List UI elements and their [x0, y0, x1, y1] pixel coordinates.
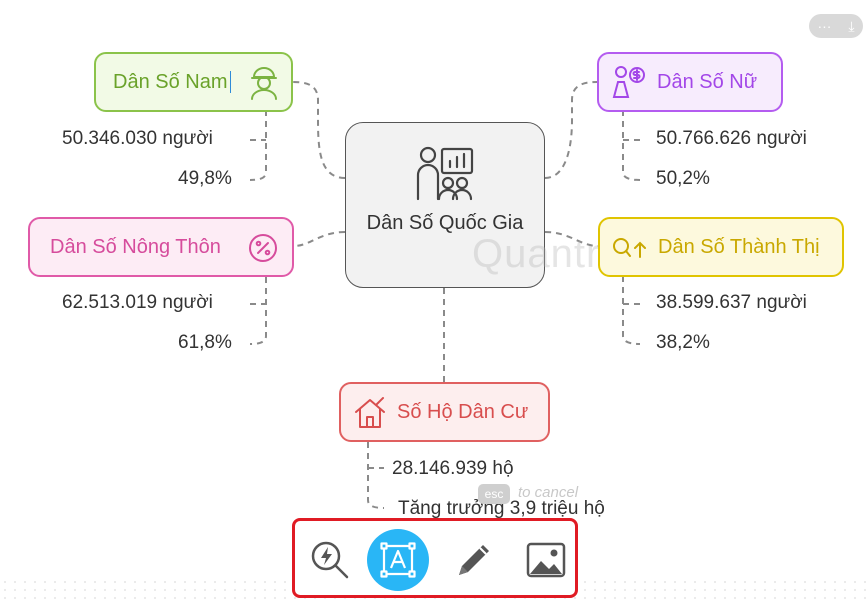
magic-search-icon [311, 541, 349, 579]
text-cursor [229, 71, 231, 93]
text-box-icon [380, 542, 416, 578]
percent-icon [249, 234, 277, 262]
woman-money-icon [612, 66, 645, 98]
more-actions-pill[interactable]: ··· ⤓ [809, 14, 863, 38]
connector-thanh-thi-leaves [622, 276, 641, 345]
connector-nong-thon [293, 231, 346, 247]
leaf-thanh-thi-value[interactable]: 38.599.637 người [656, 292, 807, 313]
more-icon[interactable]: ··· [817, 18, 832, 34]
leaf-nam-value[interactable]: 50.346.030 người [62, 128, 213, 149]
download-icon[interactable]: ⤓ [848, 17, 855, 34]
image-icon [526, 542, 566, 578]
node-so-ho-dan-cu[interactable]: Số Hộ Dân Cư [339, 382, 550, 442]
pen-icon [459, 545, 489, 575]
connector-nam-leaves [249, 110, 267, 181]
house-icon [355, 397, 385, 428]
leaf-nong-thon-value[interactable]: 62.513.019 người [62, 292, 213, 313]
center-title: Dân Số Quốc Gia [366, 212, 524, 234]
node-dan-so-nam[interactable]: Dân Số Nam [94, 52, 293, 112]
node-dan-so-thanh-thi-label: Dân Số Thành Thị [658, 235, 820, 258]
pen-tool-button[interactable] [445, 531, 503, 589]
bottom-toolbar [292, 518, 578, 598]
quick-search-button[interactable] [301, 531, 359, 589]
text-tool-button[interactable] [367, 529, 429, 591]
leaf-ho-dan-cu-value[interactable]: 28.146.939 hộ [392, 458, 514, 479]
connector-nu [544, 81, 598, 179]
connector-nong-thon-leaves [249, 277, 267, 345]
leaf-nu-value[interactable]: 50.766.626 người [656, 128, 807, 149]
esc-key-badge: esc [478, 484, 510, 504]
leaf-ho-dan-cu-growth[interactable]: Tăng trưởng 3,9 triệu hộ [398, 498, 605, 519]
center-node[interactable]: Dân Số Quốc Gia [345, 122, 545, 288]
node-so-ho-dan-cu-label: Số Hộ Dân Cư [397, 400, 529, 423]
node-dan-so-nam-label: Dân Số Nam [113, 70, 228, 93]
image-tool-button[interactable] [517, 531, 575, 589]
leaf-thanh-thi-percent[interactable]: 38,2% [656, 332, 710, 353]
connector-nu-leaves [622, 110, 641, 181]
cancel-hint: to cancel [518, 484, 579, 501]
connector-nam [292, 81, 346, 179]
connector-thanh-thi [544, 231, 599, 247]
node-dan-so-nu-label: Dân Số Nữ [657, 70, 758, 93]
node-dan-so-thanh-thi[interactable]: Dân Số Thành Thị [598, 217, 844, 277]
city-growth-icon [613, 238, 646, 258]
leaf-nam-percent[interactable]: 49,8% [178, 168, 232, 189]
presentation-people-icon [416, 146, 474, 201]
leaf-nong-thon-percent[interactable]: 61,8% [178, 332, 232, 353]
worker-man-icon [251, 67, 277, 100]
connector-ho-dan-cu-leaves [367, 442, 385, 509]
node-dan-so-nong-thon-label: Dân Số Nông Thôn [50, 235, 221, 258]
node-dan-so-nong-thon[interactable]: Dân Số Nông Thôn [28, 217, 294, 277]
node-dan-so-nu[interactable]: Dân Số Nữ [597, 52, 783, 112]
leaf-nu-percent[interactable]: 50,2% [656, 168, 710, 189]
